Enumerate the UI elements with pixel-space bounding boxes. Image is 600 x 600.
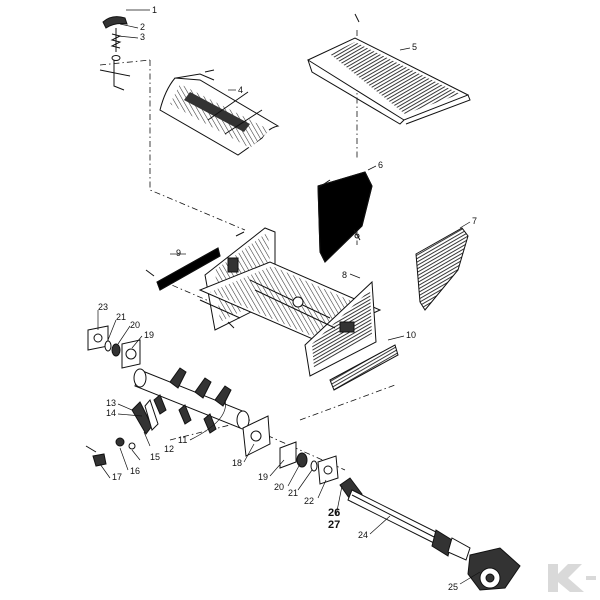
callout-17: 17: [112, 472, 122, 482]
callout-leaders: [97, 9, 481, 585]
callout-2: 2: [140, 22, 145, 32]
right-bearing-stack-part: [242, 415, 339, 485]
callout-4: 4: [238, 85, 243, 95]
callout-11: 11: [178, 435, 187, 445]
rotor-shaft-part: [133, 367, 250, 434]
callout-5: 5: [412, 42, 417, 52]
callout-6: 6: [378, 160, 383, 170]
callout-15: 15: [150, 452, 160, 462]
side-plate-6-part: [317, 171, 373, 263]
callout-13: 13: [106, 398, 116, 408]
callout-22: 22: [304, 496, 314, 506]
callout-25: 25: [448, 582, 458, 592]
callout-14: 14: [106, 408, 116, 418]
callout-7: 7: [472, 216, 477, 226]
callout-9: 9: [176, 248, 181, 258]
knife-parts: [85, 398, 159, 467]
strip-9-part: [156, 247, 221, 291]
pto-shaft-part: [339, 477, 471, 561]
strip-10-part: [329, 344, 399, 391]
callout-23: 23: [98, 302, 108, 312]
callout-21-right: 21: [288, 488, 298, 498]
callout-24: 24: [358, 530, 368, 540]
side-plate-7-part: [415, 227, 469, 311]
callout-19-left: 19: [144, 330, 154, 340]
callout-20-left: 20: [130, 320, 140, 330]
kramp-k-logo-icon: [548, 564, 596, 592]
left-bearing-stack-part: [87, 325, 141, 369]
callout-18: 18: [232, 458, 242, 468]
callout-19-right: 19: [258, 472, 268, 482]
callout-26: 26: [328, 507, 340, 519]
callout-20-right: 20: [274, 482, 284, 492]
lever-handle-part: [99, 16, 131, 91]
callout-3: 3: [140, 32, 145, 42]
deflector-plate-part: [159, 73, 280, 156]
callout-8: 8: [342, 270, 347, 280]
callout-21-left: 21: [116, 312, 126, 322]
screw-symbols: [145, 13, 361, 329]
gearbox-part: [467, 547, 521, 591]
main-frame-part: [198, 227, 382, 377]
callout-27: 27: [328, 519, 340, 531]
callout-12: 12: [164, 444, 174, 454]
callout-10: 10: [406, 330, 416, 340]
callout-16: 16: [130, 466, 140, 476]
callout-labels: 1 2 3 4 5 6 7 8 9 10 11 12 13 14 15 16 1…: [98, 5, 477, 592]
callout-1: 1: [152, 5, 157, 15]
hood-panel-part: [306, 37, 471, 125]
